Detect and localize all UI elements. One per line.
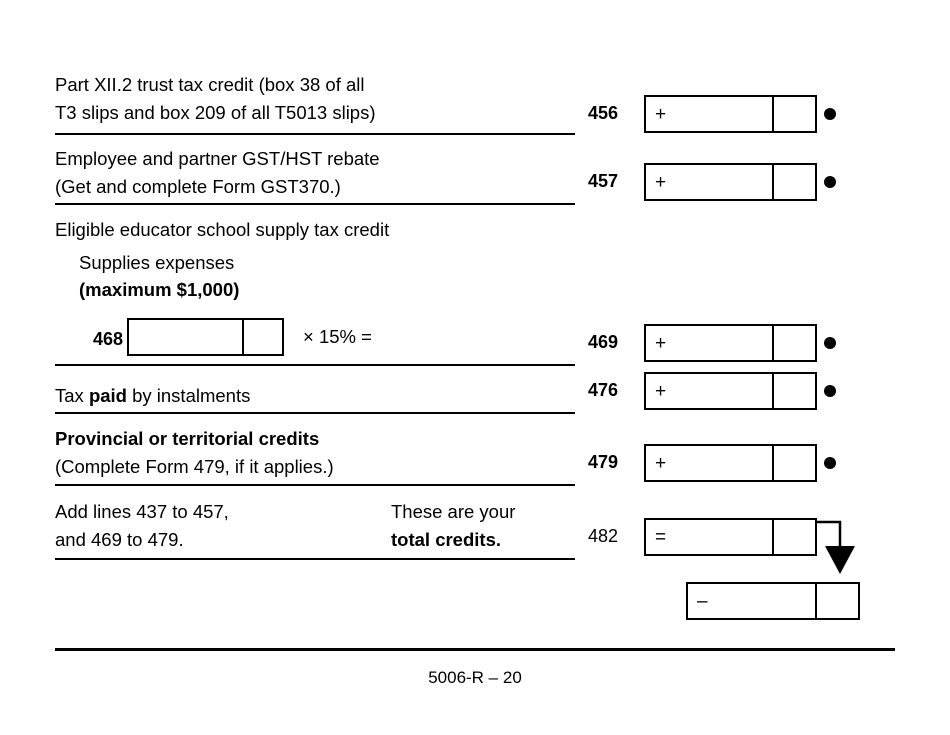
line-number-457: 457 xyxy=(587,171,618,191)
row-476-text-bold: paid xyxy=(88,385,127,406)
row-482-description-line1: Add lines 437 to 457, xyxy=(55,501,229,522)
row-469-bullet xyxy=(824,337,836,349)
footer-separator xyxy=(55,648,895,651)
footer-form-code: 5006-R – 20 xyxy=(428,668,522,687)
amount-box-476-cents[interactable] xyxy=(772,374,815,408)
amount-box-479[interactable]: + xyxy=(644,444,817,482)
amount-box-468-cents[interactable] xyxy=(242,320,282,354)
line-number-479: 479 xyxy=(587,452,618,472)
line-number-469: 469 xyxy=(587,332,618,352)
line-number-476: 476 xyxy=(587,380,618,400)
amount-box-subtract-dollars[interactable]: – xyxy=(697,590,708,612)
row-479-separator xyxy=(55,484,575,486)
row-476-description: Tax paid by instalments xyxy=(55,381,250,411)
row-479-bullet xyxy=(824,457,836,469)
row-469-maximum-note: (maximum $1,000) xyxy=(79,279,240,300)
line-number-468: 468 xyxy=(92,329,123,349)
row-479-description-line1: Provincial or territorial credits xyxy=(55,428,320,449)
amount-box-468[interactable] xyxy=(127,318,284,356)
line-number-482: 482 xyxy=(587,526,618,546)
row-476-text-prefix: Tax xyxy=(55,385,89,406)
row-482-note-line2: total credits. xyxy=(391,529,501,550)
row-469-multiplier: × 15% = xyxy=(303,326,372,347)
amount-box-469-cents[interactable] xyxy=(772,326,815,360)
amount-box-482-cents[interactable] xyxy=(772,520,815,554)
amount-box-subtract-cents[interactable] xyxy=(815,584,858,618)
row-482-separator xyxy=(55,558,575,560)
row-469-supplies-expenses: Supplies expenses xyxy=(79,252,235,273)
amount-box-469[interactable]: + xyxy=(644,324,817,362)
row-457-bullet xyxy=(824,176,836,188)
row-476-bullet xyxy=(824,385,836,397)
amount-box-457-cents[interactable] xyxy=(772,165,815,199)
row-457-description-line2: (Get and complete Form GST370.) xyxy=(55,176,341,197)
row-456-bullet xyxy=(824,108,836,120)
amount-box-456-cents[interactable] xyxy=(772,97,815,131)
amount-box-476-dollars[interactable]: + xyxy=(655,380,667,402)
row-456-description-line1: Part XII.2 trust tax credit (box 38 of a… xyxy=(55,74,365,95)
line-number-456: 456 xyxy=(587,103,618,123)
amount-box-476[interactable]: + xyxy=(644,372,817,410)
row-482-description-line2: and 469 to 479. xyxy=(55,529,184,550)
row-479-description-line2: (Complete Form 479, if it applies.) xyxy=(55,456,334,477)
amount-box-482[interactable]: = xyxy=(644,518,817,556)
amount-box-482-dollars[interactable]: = xyxy=(655,526,667,548)
amount-box-456-dollars[interactable]: + xyxy=(655,103,667,125)
amount-box-457[interactable]: + xyxy=(644,163,817,201)
row-469-separator xyxy=(55,364,575,366)
row-482-note-line1: These are your xyxy=(391,501,516,522)
row-457-separator xyxy=(55,203,575,205)
row-457-description-line1: Employee and partner GST/HST rebate xyxy=(55,148,380,169)
amount-box-456[interactable]: + xyxy=(644,95,817,133)
flow-arrow-icon xyxy=(817,520,855,574)
amount-box-469-dollars[interactable]: + xyxy=(655,332,667,354)
amount-box-subtract-total-credits[interactable]: – xyxy=(686,582,860,620)
row-456-description-line2: T3 slips and box 209 of all T5013 slips) xyxy=(55,102,376,123)
row-476-text-suffix: by instalments xyxy=(126,385,251,406)
amount-box-479-dollars[interactable]: + xyxy=(655,452,667,474)
row-456-separator xyxy=(55,133,575,135)
row-476-separator xyxy=(55,412,575,414)
amount-box-457-dollars[interactable]: + xyxy=(655,171,667,193)
row-469-description-line1: Eligible educator school supply tax cred… xyxy=(55,219,390,240)
amount-box-468-dollars[interactable] xyxy=(129,320,242,354)
amount-box-479-cents[interactable] xyxy=(772,446,815,480)
